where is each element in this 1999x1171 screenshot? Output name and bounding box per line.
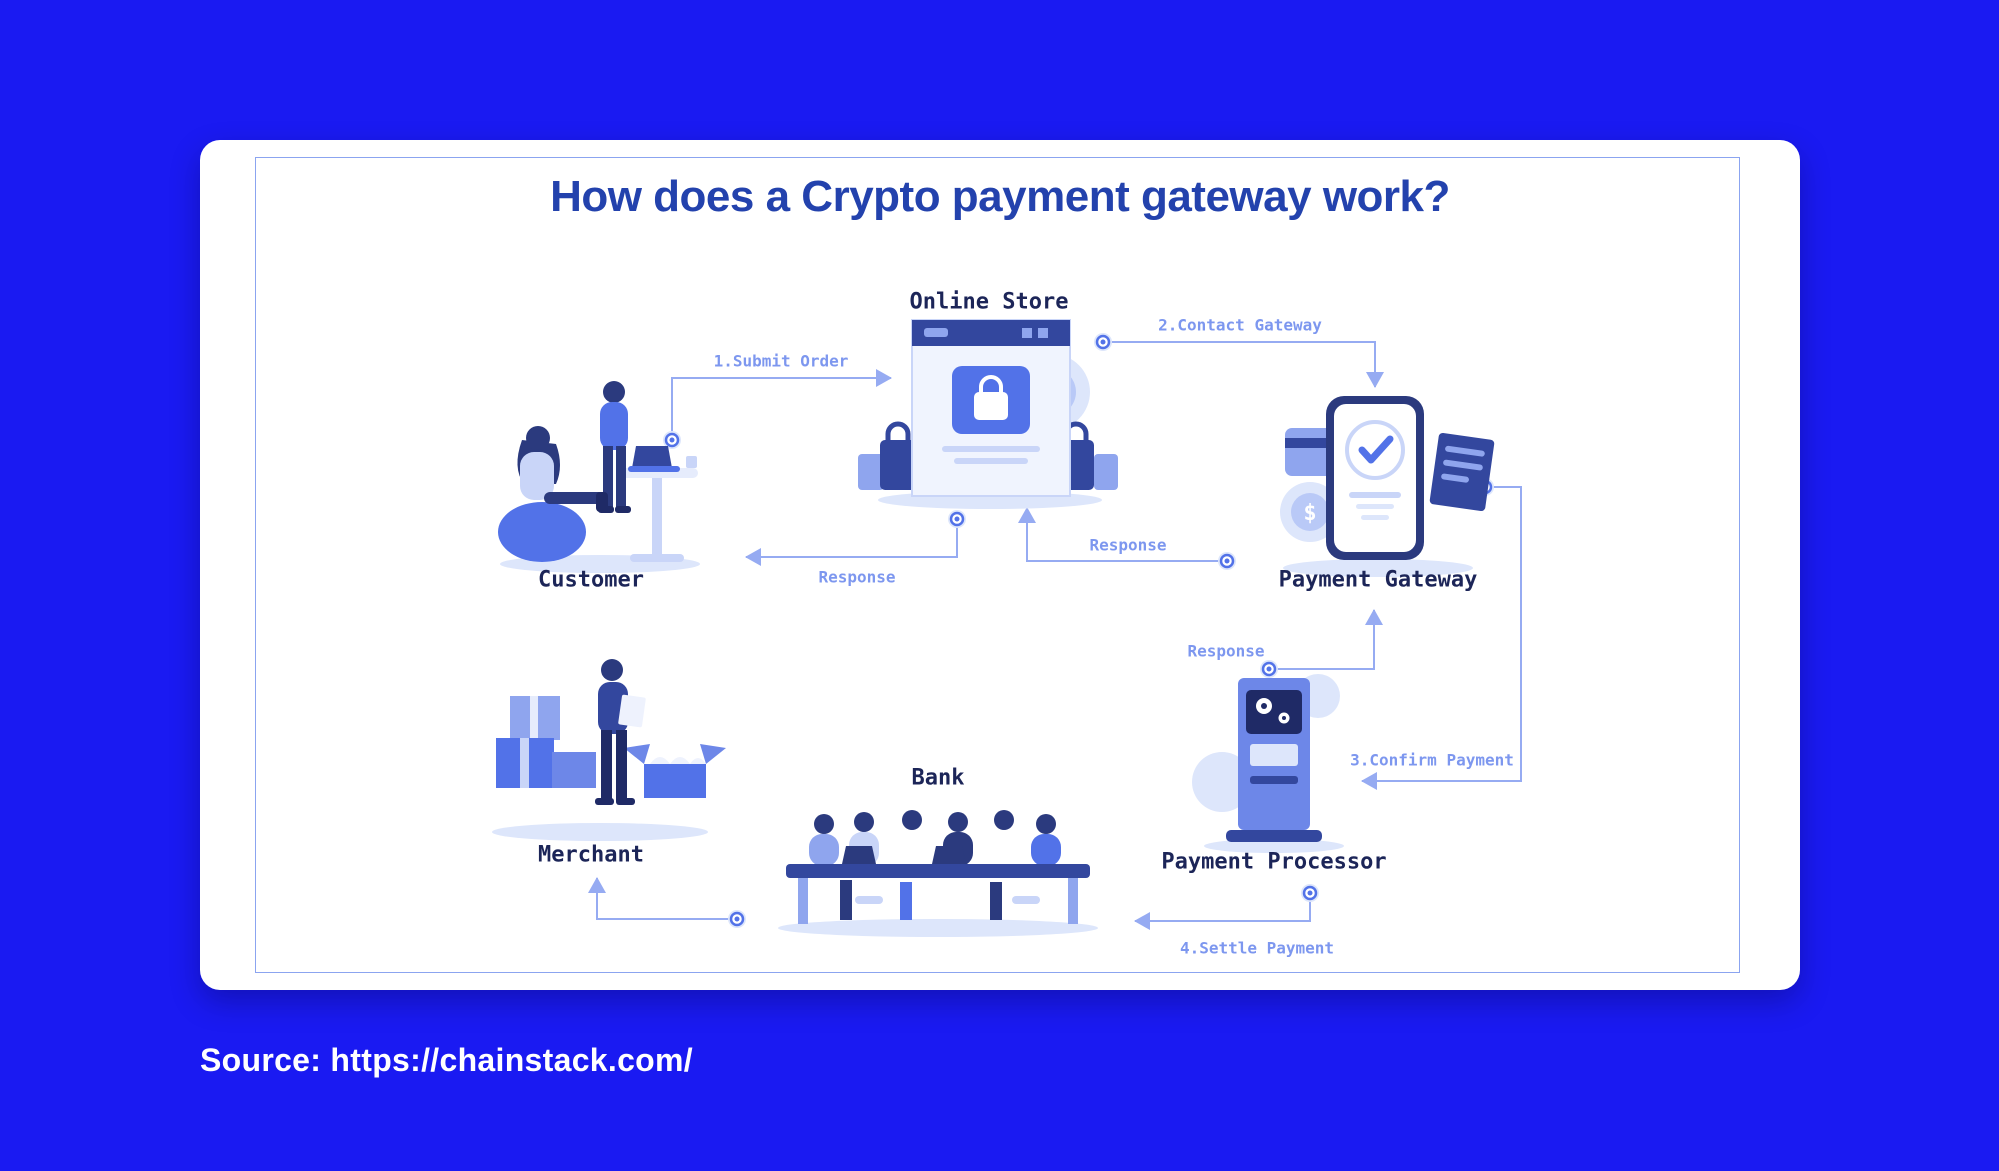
gears-screen-icon <box>1246 690 1302 734</box>
connector-dot <box>1260 660 1278 678</box>
dollar-coin-icon: $ <box>1303 501 1316 526</box>
merchant-label: Merchant <box>538 842 644 868</box>
customer-illustration <box>498 381 700 573</box>
settle-payment-label: 4.Settle Payment <box>1179 938 1335 958</box>
connector-dot <box>663 431 681 449</box>
arrow-contact-gateway <box>1103 341 1384 388</box>
documents-icon <box>1429 432 1495 512</box>
source-text: Source: https://chainstack.com/ <box>200 1042 693 1078</box>
arrow-response-store-to-customer <box>745 519 958 566</box>
flow-diagram: $ <box>492 319 1522 937</box>
arrow-confirm-payment <box>1361 486 1522 790</box>
connector-dot <box>948 510 966 528</box>
connector-dot <box>728 910 746 928</box>
payment-processor-illustration <box>1192 674 1344 853</box>
arrow-response-gateway-to-store <box>1018 507 1227 562</box>
customer-label: Customer <box>538 567 644 593</box>
arrow-settle-payment <box>1134 893 1311 930</box>
payment-gateway-illustration: $ <box>1280 396 1495 577</box>
response-gateway-to-store-label: Response <box>1089 535 1167 555</box>
confirm-payment-label: 3.Confirm Payment <box>1350 750 1514 770</box>
arrow-bank-to-merchant <box>588 877 737 920</box>
payment-processor-label: Payment Processor <box>1161 849 1387 875</box>
bank-label: Bank <box>911 765 965 791</box>
response-processor-to-gateway-label: Response <box>1187 641 1265 661</box>
connector-dot <box>1218 552 1236 570</box>
payment-gateway-label: Payment Gateway <box>1278 567 1478 593</box>
connector-dot <box>1301 884 1319 902</box>
bank-illustration <box>778 810 1098 937</box>
contact-gateway-label: 2.Contact Gateway <box>1158 315 1322 335</box>
arrow-submit-order <box>671 369 892 440</box>
arrow-response-processor-to-gateway <box>1269 609 1383 670</box>
merchant-illustration <box>492 659 726 841</box>
diagram-card: How does a Crypto payment gateway work? <box>200 140 1800 990</box>
online-store-illustration: $ <box>858 319 1118 509</box>
connector-dot <box>1094 333 1112 351</box>
online-store-label: Online Store <box>909 289 1069 315</box>
page-title: How does a Crypto payment gateway work? <box>550 172 1450 221</box>
connector-dots <box>663 333 1494 928</box>
response-store-to-customer-label: Response <box>818 567 896 587</box>
submit-order-label: 1.Submit Order <box>713 351 849 371</box>
checkmark-icon <box>1345 420 1405 480</box>
